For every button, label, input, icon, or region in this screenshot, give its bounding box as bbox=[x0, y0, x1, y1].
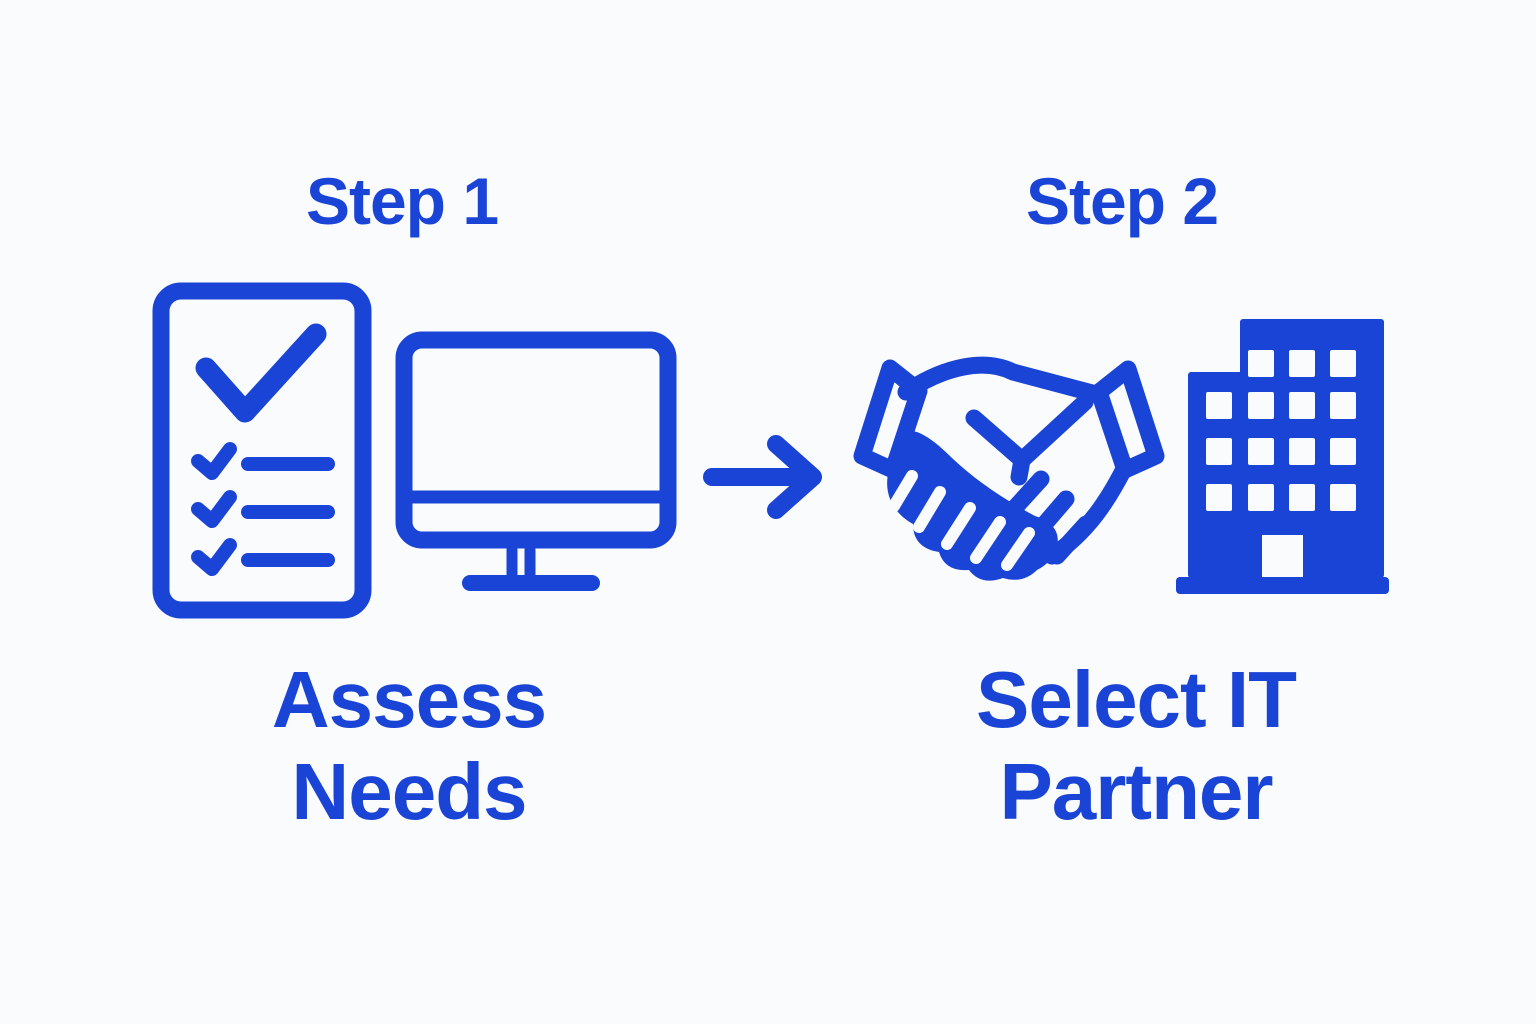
arrow-right-icon bbox=[703, 435, 822, 519]
caption-line: Assess bbox=[271, 655, 547, 744]
caption-line: Partner bbox=[999, 747, 1273, 836]
step1-caption: Assess Needs bbox=[271, 654, 547, 838]
step2-caption: Select IT Partner bbox=[975, 654, 1297, 838]
caption-line: Select IT bbox=[975, 655, 1297, 744]
caption-line: Needs bbox=[291, 747, 527, 836]
handshake-icon bbox=[853, 356, 1165, 581]
building-icon bbox=[1176, 319, 1389, 594]
checklist-icon bbox=[152, 282, 372, 619]
step2-label: Step 2 bbox=[1025, 164, 1219, 238]
step1-label: Step 1 bbox=[305, 164, 499, 238]
monitor-icon bbox=[395, 331, 677, 591]
